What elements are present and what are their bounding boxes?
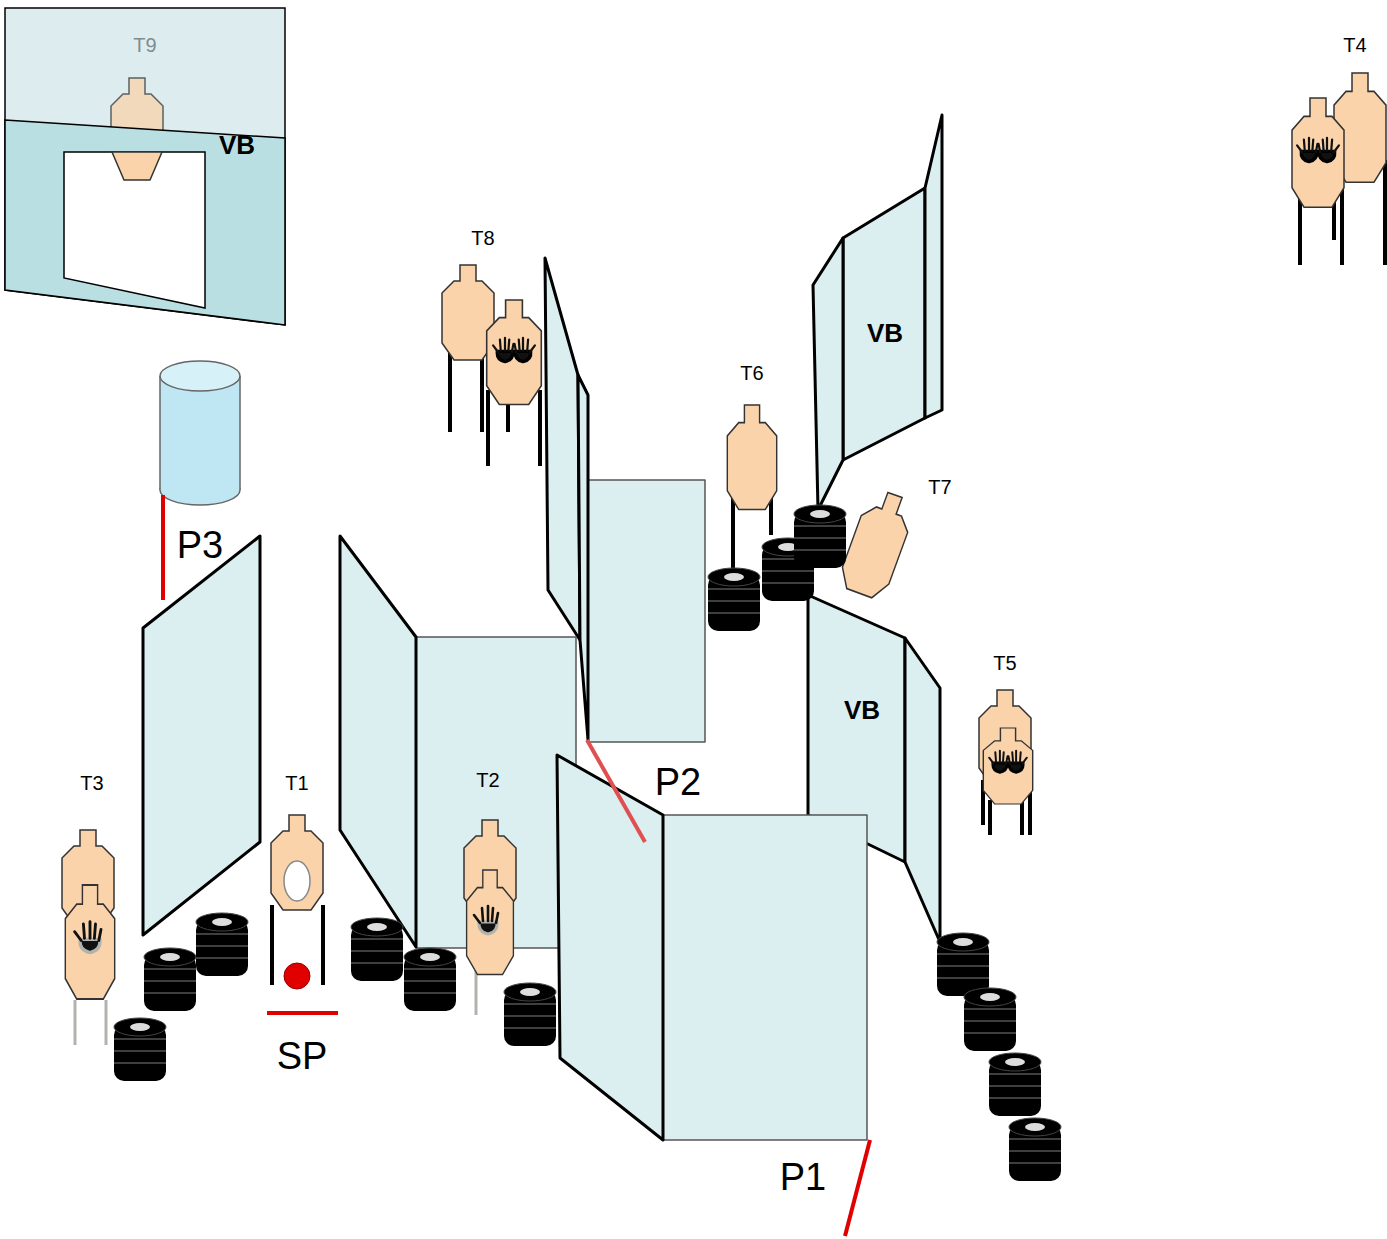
target-label: T1 (285, 773, 308, 793)
position-label: P2 (655, 763, 701, 801)
t4-targets (1292, 73, 1386, 265)
tire-stack (196, 913, 248, 976)
target-label: T4 (1343, 35, 1366, 55)
tire-stack (794, 505, 846, 568)
t7-target (836, 487, 918, 602)
tire-stack (404, 948, 456, 1011)
tire-stack (504, 983, 556, 1046)
target-label: T7 (928, 477, 951, 497)
barrel (160, 361, 240, 505)
wall-label: VB (219, 132, 255, 158)
tire-stack (114, 1018, 166, 1081)
fault-lines (163, 495, 870, 1236)
t9-inset (5, 8, 285, 325)
t8-targets (442, 265, 541, 466)
position-label: P3 (177, 526, 223, 564)
target-label: T3 (80, 773, 103, 793)
target-label: T8 (471, 228, 494, 248)
target-label: T6 (740, 363, 763, 383)
t1-target (271, 815, 323, 989)
tire-stack (351, 918, 403, 981)
tire-stack (708, 568, 760, 631)
target-label: T2 (476, 770, 499, 790)
t2-targets (464, 820, 516, 1015)
tire-stack (144, 948, 196, 1011)
position-label: SP (277, 1037, 328, 1075)
t3-targets (62, 830, 115, 1045)
t5-targets (979, 690, 1033, 835)
wall-label: VB (867, 320, 903, 346)
walls (143, 115, 942, 1140)
tire-stack (937, 933, 989, 996)
target-label: T9 (133, 35, 156, 55)
tire-stack (964, 988, 1016, 1051)
target-label: T5 (993, 653, 1016, 673)
tire-stack (1009, 1118, 1061, 1181)
position-label: P1 (780, 1158, 826, 1196)
wall-label: VB (844, 697, 880, 723)
tire-stack (989, 1053, 1041, 1116)
tire-stacks (114, 505, 1061, 1181)
